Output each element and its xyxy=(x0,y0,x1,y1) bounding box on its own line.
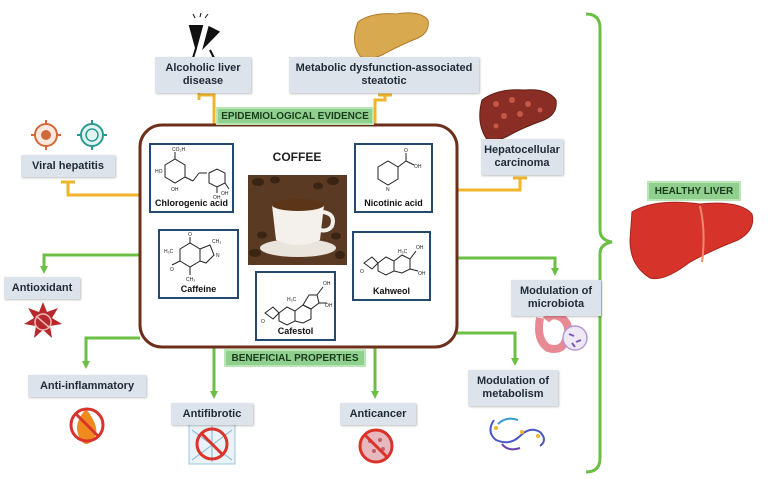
svg-text:OH: OH xyxy=(416,245,424,251)
connector-viral xyxy=(66,182,140,197)
connector-metabolic xyxy=(373,95,387,128)
banner-beneficial-properties: BENEFICIAL PROPERTIES xyxy=(224,349,366,367)
healthy-liver-icon xyxy=(629,201,754,280)
label-anticancer: Anticancer xyxy=(340,403,416,425)
wine-glasses-icon xyxy=(188,12,221,59)
svg-text:O: O xyxy=(261,319,265,325)
svg-text:H₃C: H₃C xyxy=(287,297,297,303)
svg-text:N: N xyxy=(386,187,390,193)
label-metabolic-steatotic: Metabolic dysfunction-associated steatot… xyxy=(289,57,479,93)
svg-text:O: O xyxy=(170,267,174,273)
arrow-anti-inflammatory xyxy=(82,336,140,369)
cirrhotic-liver-icon xyxy=(479,89,557,142)
virus-icon xyxy=(31,120,61,150)
healthy-liver-bracket xyxy=(585,12,613,474)
caffeine-structure: O H₃C O CH₃ CH₃ N xyxy=(164,232,221,283)
nicotinic-acid-structure: O OH N xyxy=(377,148,422,193)
svg-text:OH: OH xyxy=(221,191,229,197)
svg-text:OH: OH xyxy=(325,303,333,309)
svg-text:N: N xyxy=(216,253,220,259)
coffee-title: COFFEE xyxy=(273,150,322,164)
svg-text:H₃C: H₃C xyxy=(398,249,408,255)
no-inflammation-icon xyxy=(69,407,105,444)
molecule-caffeine: O H₃C O CH₃ CH₃ N Caffeine xyxy=(158,229,239,299)
svg-text:CH₃: CH₃ xyxy=(186,277,195,283)
connector-hcc xyxy=(457,178,522,192)
coffee-cup-image xyxy=(248,175,347,265)
molecule-kahweol: OH OH H₃C O Kahweol xyxy=(352,231,431,301)
kahweol-structure: OH OH H₃C O xyxy=(360,245,426,277)
intestine-icon xyxy=(535,311,588,353)
svg-text:OH: OH xyxy=(213,195,221,201)
svg-text:H₃C: H₃C xyxy=(164,249,174,255)
svg-text:OH: OH xyxy=(323,281,331,287)
cafestol-structure: OH OH H₃C O xyxy=(261,281,333,326)
banner-epidemiological-evidence: EPIDEMIOLOGICAL EVIDENCE xyxy=(216,107,374,125)
arrow-microbiota xyxy=(457,256,559,276)
connector-alcoholic xyxy=(198,93,216,128)
metabolism-pathway-icon xyxy=(489,417,545,451)
svg-text:O: O xyxy=(188,232,192,238)
molecule-label-kahweol: Kahweol xyxy=(372,286,410,296)
no-cancer-icon xyxy=(358,428,394,464)
label-alcoholic-liver-disease: Alcoholic liver disease xyxy=(155,57,251,93)
label-modulation-of-metabolism: Modulation of metabolism xyxy=(468,370,558,406)
label-antifibrotic: Antifibrotic xyxy=(171,403,253,425)
svg-text:HO: HO xyxy=(155,169,163,175)
label-antioxidant: Antioxidant xyxy=(4,277,80,299)
label-anti-inflammatory: Anti-inflammatory xyxy=(28,375,146,397)
molecule-label-nicotinic-acid: Nicotinic acid xyxy=(364,198,423,208)
label-viral-hepatitis: Viral hepatitis xyxy=(21,155,115,177)
svg-text:CO₂H: CO₂H xyxy=(172,147,185,153)
svg-text:OH: OH xyxy=(418,271,426,277)
property-arrows xyxy=(40,253,559,399)
svg-text:CH₃: CH₃ xyxy=(212,239,221,245)
molecule-label-chlorogenic-acid: Chlorogenic acid xyxy=(154,198,228,208)
molecule-nicotinic-acid: O OH N Nicotinic acid xyxy=(354,143,433,213)
label-hepatocellular-carcinoma: Hepatocellular carcinoma xyxy=(481,139,563,175)
molecule-label-caffeine: Caffeine xyxy=(180,284,217,294)
svg-text:OH: OH xyxy=(171,187,179,193)
fatty-liver-icon xyxy=(354,12,429,60)
svg-text:O: O xyxy=(404,148,408,154)
ros-icon xyxy=(24,302,62,338)
svg-text:OH: OH xyxy=(414,164,422,170)
molecule-cafestol: OH OH H₃C O Cafestol xyxy=(255,271,336,341)
label-modulation-of-microbiota: Modulation of microbiota xyxy=(511,280,601,316)
banner-healthy-liver: HEALTHY LIVER xyxy=(647,181,741,201)
no-fibrosis-icon xyxy=(188,423,236,465)
molecule-label-cafestol: Cafestol xyxy=(277,326,314,336)
svg-text:O: O xyxy=(360,269,364,275)
virus-icon-2 xyxy=(77,120,107,150)
arrow-antioxidant xyxy=(40,253,140,274)
arrow-metabolism xyxy=(457,331,519,366)
